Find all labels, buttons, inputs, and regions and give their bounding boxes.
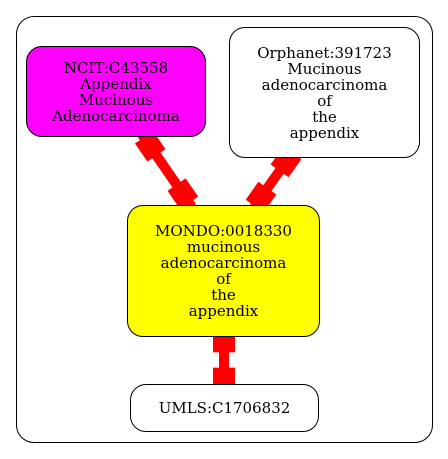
- node-label-line: mucinous: [186, 238, 261, 256]
- node-label-line: Appendix: [80, 74, 152, 93]
- node-label-line: the: [211, 286, 236, 304]
- node-label-line: the: [312, 107, 337, 126]
- cluster-boundary: [16, 16, 433, 443]
- edge-tail-marker: [134, 131, 166, 162]
- node-label-line: NCIT:C43558: [63, 58, 169, 77]
- node-label-line: Adenocarcinoma: [52, 106, 180, 125]
- node-label-line: Orphanet:391723: [257, 43, 392, 62]
- node-label-line: adenocarcinoma: [160, 254, 287, 272]
- edge-ncit-to-mondo: [134, 130, 199, 210]
- node-label-line: MONDO:0018330: [155, 222, 292, 240]
- node-orphanet-391723[interactable]: Orphanet:391723 Mucinous adenocarcinoma …: [229, 27, 420, 158]
- node-label-line: of: [216, 270, 231, 288]
- node-umls-c1706832[interactable]: UMLS:C1706832: [130, 384, 319, 432]
- node-ncit-c43558[interactable]: NCIT:C43558 Appendix Mucinous Adenocarci…: [26, 46, 206, 137]
- node-label-line: Mucinous: [287, 59, 362, 78]
- node-label-line: appendix: [188, 302, 259, 320]
- node-label-line: appendix: [289, 123, 360, 142]
- node-label-line: UMLS:C1706832: [158, 399, 291, 417]
- node-label-line: adenocarcinoma: [261, 75, 388, 94]
- edge-orphanet-to-mondo: [245, 146, 302, 213]
- node-label-line: Mucinous: [78, 90, 154, 109]
- edge-head-marker: [245, 181, 277, 213]
- node-mondo-0018330[interactable]: MONDO:0018330 mucinous adenocarcinoma of…: [127, 205, 320, 337]
- edge-head-marker: [167, 178, 199, 209]
- edge-mondo-to-umls: [213, 330, 235, 390]
- node-label-line: of: [317, 91, 332, 110]
